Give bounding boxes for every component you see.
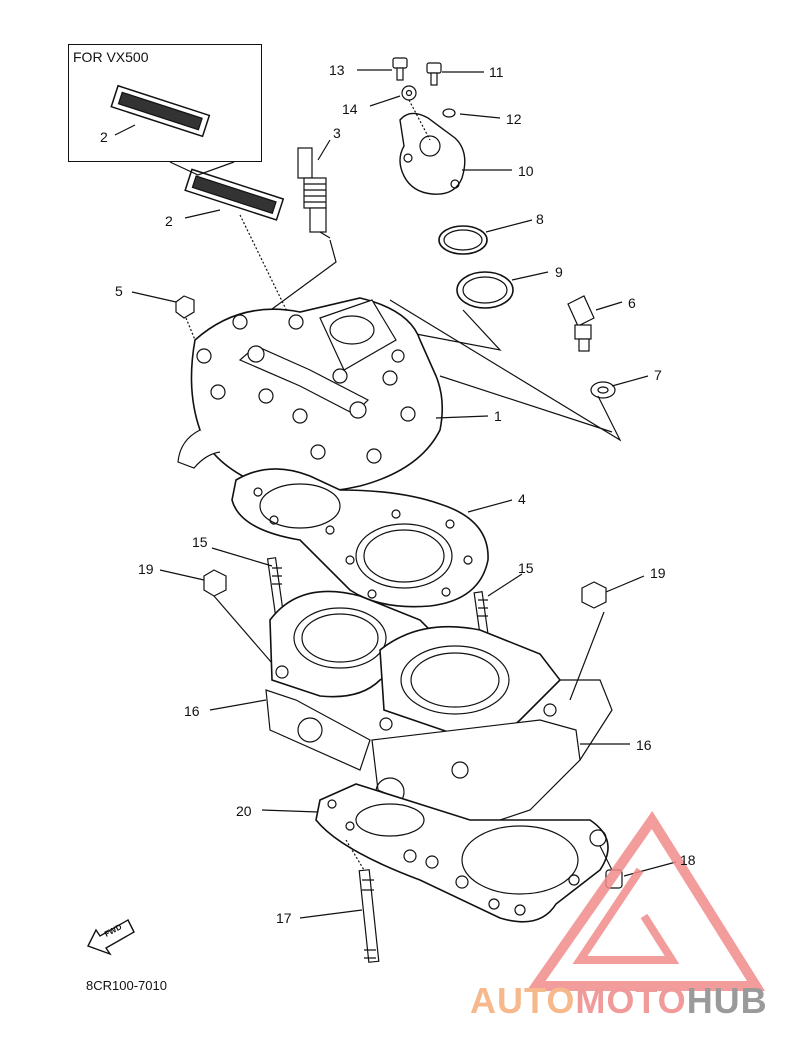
leader-19b — [605, 575, 645, 593]
decal-graphic — [184, 168, 285, 221]
callout-14: 14 — [342, 101, 358, 117]
leader-20 — [261, 809, 319, 813]
leader-6 — [595, 301, 623, 311]
callout-5: 5 — [115, 283, 123, 299]
decal-inset-graphic — [110, 84, 211, 138]
callout-4: 4 — [518, 491, 526, 507]
diagram-code: 8CR100-7010 — [86, 978, 167, 993]
bolt-11-graphic — [426, 62, 442, 86]
callout-2: 2 — [165, 213, 173, 229]
leader-19a — [159, 569, 205, 581]
callout-17: 17 — [276, 910, 292, 926]
leader-8 — [485, 219, 533, 233]
leader-16a — [209, 699, 267, 711]
callout-20: 20 — [236, 803, 252, 819]
inset-box: FOR VX500 — [68, 44, 262, 162]
callout-18: 18 — [680, 852, 696, 868]
leader-15a — [211, 547, 273, 567]
seal-9-graphic — [456, 271, 514, 309]
callout-16-right: 16 — [636, 737, 652, 753]
o-ring-8-graphic — [438, 225, 488, 255]
washer-14-graphic — [401, 85, 417, 101]
sensor-guide-2 — [439, 375, 613, 433]
fwd-arrow-icon — [87, 919, 135, 956]
thermostat-cover-graphic — [399, 99, 466, 195]
inset-title: FOR VX500 — [73, 49, 149, 65]
leader-2b — [184, 209, 221, 219]
washer-7-graphic — [590, 381, 616, 399]
callout-13: 13 — [329, 62, 345, 78]
leader-18 — [623, 861, 677, 877]
leader-17 — [299, 909, 363, 919]
watermark-triangle-logo — [526, 810, 766, 991]
leader-1 — [435, 415, 489, 419]
bolt-13-graphic — [392, 57, 408, 81]
callout-8: 8 — [536, 211, 544, 227]
callout-10: 10 — [518, 163, 534, 179]
callout-15-left: 15 — [192, 534, 208, 550]
temp-sensor-graphic — [567, 295, 595, 352]
nut-19a-graphic — [203, 569, 227, 597]
sensor-guide — [389, 299, 622, 442]
stud-17-graphic — [358, 869, 380, 963]
head-gasket-graphic — [231, 468, 489, 608]
leader-14 — [369, 95, 401, 107]
washer-12-graphic — [442, 108, 456, 118]
base-gasket-graphic — [315, 783, 609, 923]
leader-4 — [467, 499, 513, 513]
leader-15b — [487, 573, 523, 597]
cylinder-block-graphic — [265, 590, 613, 831]
callout-19-right: 19 — [650, 565, 666, 581]
plug-guide — [267, 239, 337, 313]
callout-2-inset: 2 — [100, 129, 108, 145]
leader-5 — [131, 291, 177, 303]
inset-pointer — [169, 161, 235, 176]
nut-19b-graphic — [581, 581, 607, 609]
leader-3 — [317, 139, 331, 161]
watermark-part-moto: MOTO — [575, 980, 687, 1021]
callout-12: 12 — [506, 111, 522, 127]
leader-2a — [114, 124, 136, 136]
watermark-part-hub: HUB — [686, 980, 768, 1021]
callout-9: 9 — [555, 264, 563, 280]
watermark-part-auto: AUTO — [470, 980, 576, 1021]
callout-16-left: 16 — [184, 703, 200, 719]
leader-12 — [459, 113, 501, 119]
spark-plug-graphic — [297, 147, 331, 239]
cylinder-head-graphic — [177, 297, 444, 493]
callout-11: 11 — [489, 64, 504, 80]
callout-6: 6 — [628, 295, 636, 311]
leader-7 — [611, 375, 649, 387]
callout-15-right: 15 — [518, 560, 534, 576]
callout-3: 3 — [333, 125, 341, 141]
watermark-brand: AUTOMOTOHUB — [470, 980, 768, 1022]
leader-9 — [511, 271, 549, 281]
nut-5-graphic — [175, 295, 195, 319]
callout-7: 7 — [654, 367, 662, 383]
callout-19-left: 19 — [138, 561, 154, 577]
callout-1: 1 — [494, 408, 502, 424]
